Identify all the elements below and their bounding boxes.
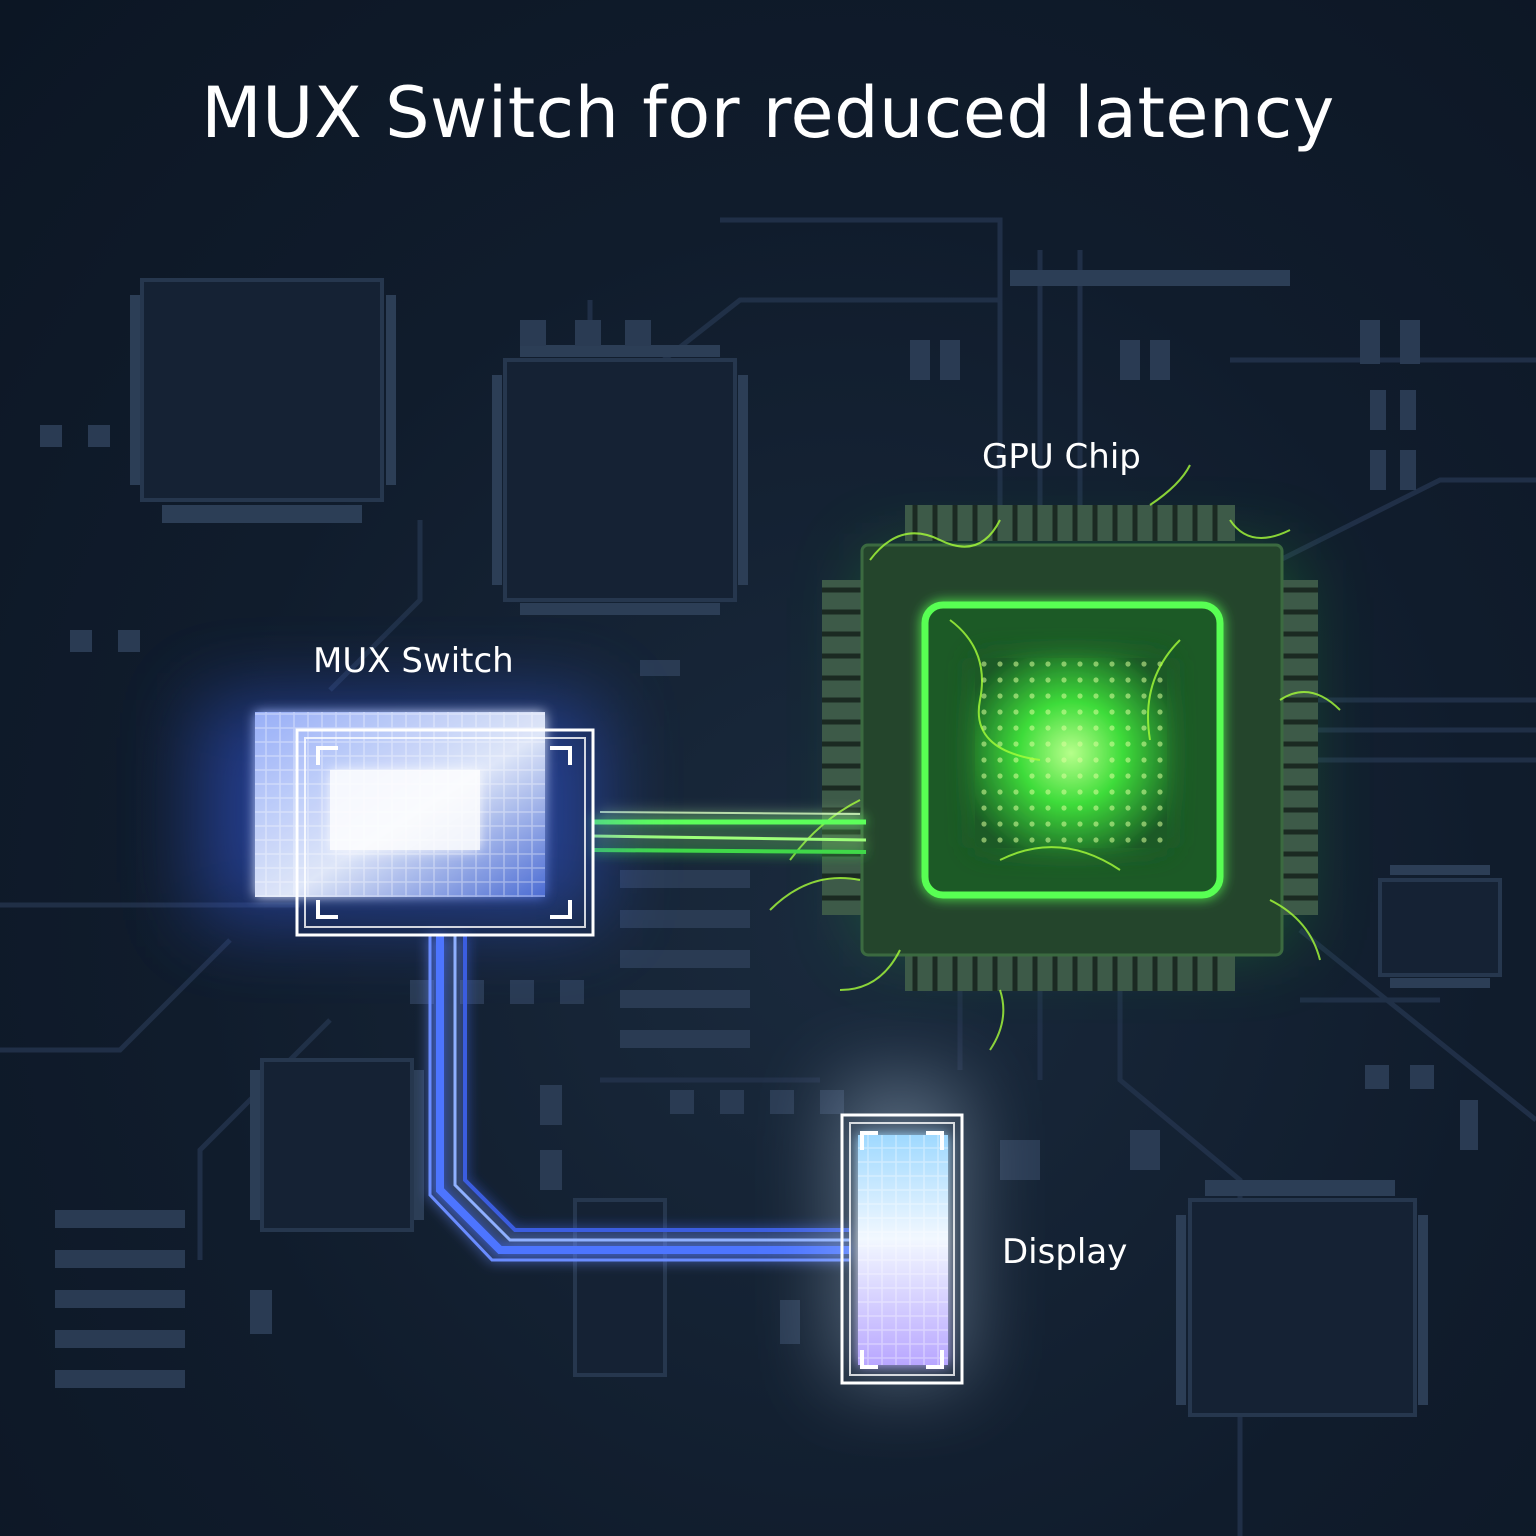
mux-switch-label: MUX Switch <box>313 641 514 681</box>
headline: MUX Switch for reduced latency <box>201 72 1335 154</box>
gpu-chip-icon <box>769 464 1341 1051</box>
display-icon <box>835 1080 965 1385</box>
mux-switch-icon <box>255 712 595 937</box>
gpu-to-mux-link <box>591 811 867 854</box>
background-chips <box>140 278 1502 1417</box>
circuit-traces <box>0 217 1536 1536</box>
mux-to-display-link <box>428 935 850 1262</box>
background-chip-pins <box>130 270 1490 1405</box>
gpu-chip-label: GPU Chip <box>982 437 1141 477</box>
display-label: Display <box>1002 1232 1128 1272</box>
small-components <box>40 320 1478 1388</box>
